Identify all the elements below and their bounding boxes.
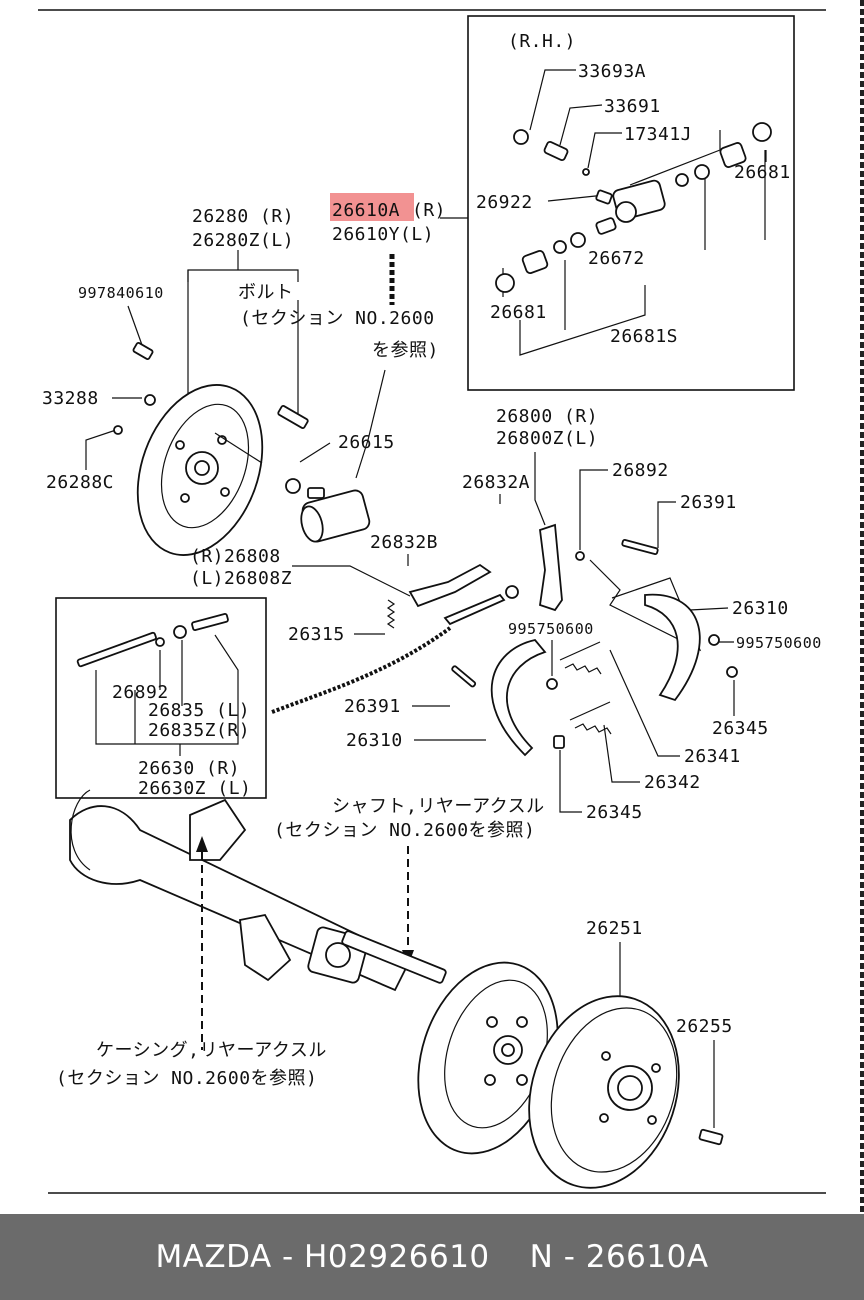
label-26391-top: 26391 — [680, 492, 737, 513]
label-26310-mid: 26310 — [346, 730, 403, 751]
bolt-note-1: ボルト — [238, 282, 294, 303]
label-26800-r: 26800 (R) — [496, 406, 598, 427]
label-995750600-right: 995750600 — [736, 634, 822, 652]
label-26280-l: 26280Z(L) — [192, 230, 294, 251]
label-26288c: 26288C — [46, 472, 114, 493]
footer-brand-part: MAZDA - H02926610 — [155, 1239, 490, 1275]
label-26681-bottom: 26681 — [490, 302, 547, 323]
label-26681s: 26681S — [610, 326, 678, 347]
label-33691: 33691 — [604, 96, 661, 117]
casing-note-2: (セクション NO.2600を参照) — [56, 1068, 317, 1089]
label-26610y: 26610Y(L) — [332, 224, 434, 245]
casing-note-1: ケーシング,リヤーアクスル — [96, 1040, 327, 1061]
shaft-note-1: シャフト,リヤーアクスル — [332, 796, 545, 817]
backing-plate — [113, 342, 309, 556]
label-26341: 26341 — [684, 746, 741, 767]
footer-ref-part: N - 26610A — [529, 1239, 709, 1275]
label-26892-top: 26892 — [612, 460, 669, 481]
label-26832a: 26832A — [462, 472, 530, 493]
label-26345-right: 26345 — [712, 718, 769, 739]
rh-box-title: (R.H.) — [508, 31, 576, 52]
label-26800-l: 26800Z(L) — [496, 428, 598, 449]
label-26280-r: 26280 (R) — [192, 206, 294, 227]
label-33288: 33288 — [42, 388, 99, 409]
label-box-26630-l: 26630Z (L) — [138, 778, 251, 799]
bolt-note-2: (セクション NO.2600 — [240, 308, 435, 329]
label-26672: 26672 — [588, 248, 645, 269]
label-box-26835-l: 26835 (L) — [148, 700, 250, 721]
label-26345-bottom: 26345 — [586, 802, 643, 823]
rh-detail-box: (R.H.) 33693A 33691 17341J 26681 26922 2… — [467, 15, 795, 391]
wheel-cylinder — [285, 478, 371, 543]
label-26342: 26342 — [644, 772, 701, 793]
label-26610a-side: (R) — [412, 200, 446, 221]
label-997840610: 997840610 — [78, 284, 164, 302]
label-26310-top: 26310 — [732, 598, 789, 619]
label-995750600-left: 995750600 — [508, 620, 594, 638]
label-box-26835-r: 26835Z(R) — [148, 720, 250, 741]
parts-diagram: (R.H.) 33693A 33691 17341J 26681 26922 2… — [38, 9, 826, 1194]
highlight-26610a — [330, 193, 414, 221]
label-box-26630-r: 26630 (R) — [138, 758, 240, 779]
assembled-brake — [417, 961, 559, 1155]
page-edge-strip — [860, 0, 864, 1214]
bolt-note-3: を参照) — [372, 340, 439, 361]
label-26255: 26255 — [676, 1016, 733, 1037]
label-26922: 26922 — [476, 192, 533, 213]
shaft-note-2: (セクション NO.2600を参照) — [274, 820, 535, 841]
label-26251: 26251 — [586, 918, 643, 939]
label-26610a[interactable]: 26610A — [332, 200, 400, 221]
label-17341j: 17341J — [624, 124, 692, 145]
label-33693a: 33693A — [578, 61, 646, 82]
label-26832b: 26832B — [370, 532, 438, 553]
lever-inset-box: 26892 26835 (L) 26835Z(R) 26630 (R) 2663… — [55, 597, 267, 799]
brake-drum — [528, 995, 680, 1189]
label-26681-top: 26681 — [734, 162, 791, 183]
label-box-26892: 26892 — [112, 682, 169, 703]
label-26391-mid: 26391 — [344, 696, 401, 717]
footer-bar: MAZDA - H02926610 N - 26610A — [0, 1214, 864, 1300]
label-26808-l: (L)26808Z — [190, 568, 292, 589]
label-26315: 26315 — [288, 624, 345, 645]
label-26615: 26615 — [338, 432, 395, 453]
label-26808-r: (R)26808 — [190, 546, 281, 567]
